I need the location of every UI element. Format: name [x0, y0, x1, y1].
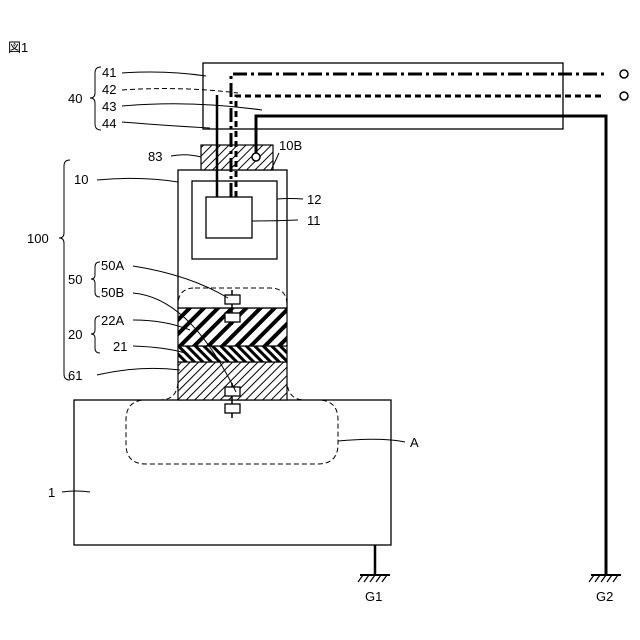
bracket-50	[91, 262, 100, 297]
layer-21	[178, 346, 287, 362]
label-A: A	[410, 435, 419, 450]
label-21: 21	[113, 339, 127, 354]
label-10B: 10B	[279, 138, 302, 153]
label-20: 20	[68, 327, 82, 342]
label-41: 41	[102, 65, 116, 80]
label-50A: 50A	[101, 258, 124, 273]
label-50: 50	[68, 272, 82, 287]
label-G2: G2	[596, 589, 613, 604]
label-100: 100	[27, 231, 49, 246]
label-11: 11	[307, 213, 321, 228]
leader-83	[171, 155, 201, 157]
leader-10	[97, 178, 178, 182]
label-40: 40	[68, 91, 82, 106]
terminal-42	[620, 92, 628, 100]
ground-G2	[589, 575, 621, 582]
leader-12	[277, 199, 303, 200]
label-42: 42	[102, 82, 116, 97]
terminal-10B	[252, 153, 260, 161]
leader-44	[122, 122, 210, 128]
label-12: 12	[307, 192, 321, 207]
label-43: 43	[102, 99, 116, 114]
label-50B: 50B	[101, 285, 124, 300]
label-83: 83	[148, 149, 162, 164]
leader-21	[133, 346, 185, 353]
element-11	[206, 197, 252, 238]
label-22A: 22A	[101, 313, 124, 328]
terminal-41	[620, 70, 628, 78]
ground-G1	[358, 545, 390, 582]
figure-label: 図1	[8, 40, 28, 55]
label-1: 1	[48, 485, 55, 500]
leader-41	[122, 72, 206, 76]
label-10: 10	[74, 172, 88, 187]
bracket-40	[90, 67, 101, 130]
label-61: 61	[68, 368, 82, 383]
leader-61	[97, 368, 180, 375]
bracket-100	[59, 160, 70, 380]
member-1	[74, 400, 391, 545]
bracket-20	[91, 316, 100, 353]
label-44: 44	[102, 116, 116, 131]
label-G1: G1	[365, 589, 382, 604]
